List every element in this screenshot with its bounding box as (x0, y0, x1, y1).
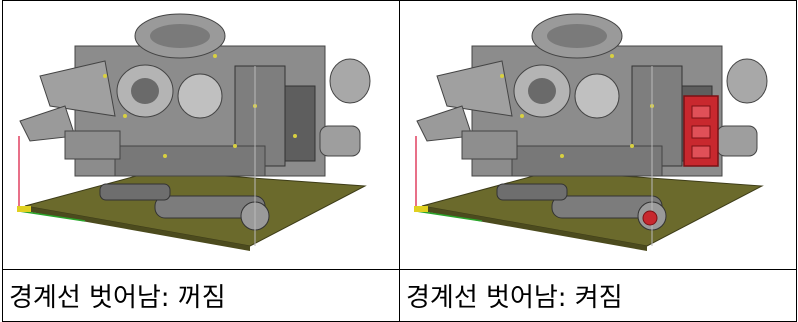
image-row (2, 0, 797, 270)
left-model-render (17, 13, 371, 251)
left-caption: 경계선 벗어남: 꺼짐 (2, 268, 400, 322)
caption-row: 경계선 벗어남: 꺼짐 경계선 벗어남: 켜짐 (2, 268, 797, 322)
axis-x-line (18, 210, 86, 222)
right-image-cell (399, 0, 797, 270)
left-image-cell (2, 0, 400, 270)
axis-z-marker (17, 205, 31, 212)
out-of-bounds-highlight (642, 95, 719, 226)
axis-x-line (415, 210, 483, 222)
machine-assembly (19, 13, 371, 246)
right-caption: 경계선 벗어남: 켜짐 (399, 268, 797, 322)
right-model-render (414, 13, 768, 251)
axis-z-marker (414, 205, 428, 212)
